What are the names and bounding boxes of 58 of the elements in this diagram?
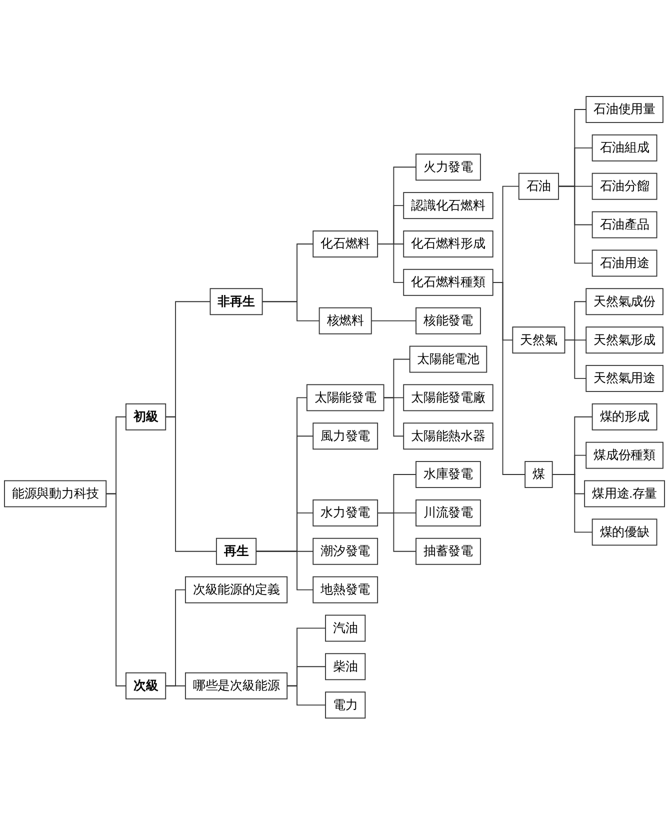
node-box: 火力發電 bbox=[416, 154, 481, 181]
connector bbox=[377, 512, 416, 552]
node-box: 非再生 bbox=[210, 288, 263, 316]
node-box: 天然氣用途 bbox=[586, 365, 664, 392]
node-box: 初級 bbox=[126, 404, 166, 431]
node-box: 哪些是次級能源 bbox=[184, 672, 288, 700]
node-box: 天然氣形成 bbox=[586, 326, 664, 354]
node-box: 水力發電 bbox=[312, 500, 378, 527]
node-box: 煤成份種類 bbox=[586, 442, 664, 469]
node-box: 化石燃料 bbox=[312, 230, 378, 258]
node-box: 天然氣 bbox=[512, 326, 566, 354]
node-box: 電力 bbox=[325, 692, 366, 719]
node-box: 太陽能發電 bbox=[306, 384, 384, 412]
node-box: 煤的形成 bbox=[592, 404, 658, 431]
node-box: 風力發電 bbox=[312, 422, 378, 450]
node-box: 抽蓄發電 bbox=[416, 538, 481, 566]
connector bbox=[377, 244, 404, 284]
node-box: 太陽能電池 bbox=[409, 346, 488, 373]
node-box: 核能發電 bbox=[416, 308, 481, 335]
connector bbox=[262, 301, 320, 322]
node-box: 石油 bbox=[518, 173, 559, 200]
node-box: 再生 bbox=[216, 538, 257, 566]
node-box: 石油用途 bbox=[592, 250, 658, 277]
node-box: 柴油 bbox=[325, 653, 366, 680]
connector bbox=[106, 494, 126, 687]
node-box: 能源與動力科技 bbox=[4, 480, 107, 508]
node-box: 太陽能發電廠 bbox=[403, 384, 494, 412]
node-box: 煤用途.存量 bbox=[584, 480, 665, 508]
node-box: 地熱發電 bbox=[312, 576, 378, 604]
node-box: 石油組成 bbox=[592, 134, 658, 162]
connector bbox=[370, 320, 416, 322]
connector bbox=[558, 186, 593, 264]
connector bbox=[383, 397, 404, 437]
node-box: 煤 bbox=[524, 461, 553, 488]
connector bbox=[165, 590, 186, 687]
node-box: 石油使用量 bbox=[586, 96, 664, 124]
node-box: 天然氣成份 bbox=[586, 288, 664, 316]
node-box: 石油產品 bbox=[592, 212, 658, 238]
node-box: 認識化石燃料 bbox=[403, 192, 494, 220]
connector bbox=[256, 551, 314, 590]
node-box: 化石燃料形成 bbox=[403, 230, 494, 258]
node-box: 核燃料 bbox=[318, 308, 372, 335]
node-box: 煤的優缺 bbox=[592, 518, 658, 546]
node-box: 石油分餾 bbox=[592, 173, 658, 200]
connector bbox=[564, 340, 587, 380]
connector bbox=[286, 686, 326, 706]
node-box: 次級 bbox=[126, 672, 166, 700]
connector bbox=[165, 416, 217, 552]
node-box: 潮汐發電 bbox=[312, 538, 378, 566]
node-box: 次級能源的定義 bbox=[184, 576, 288, 604]
node-box: 汽油 bbox=[325, 614, 366, 642]
node-box: 川流發電 bbox=[416, 500, 481, 527]
node-box: 化石燃料種類 bbox=[403, 269, 494, 296]
node-box: 太陽能熱水器 bbox=[403, 422, 494, 450]
connector bbox=[165, 686, 186, 687]
connector bbox=[552, 474, 593, 533]
connector bbox=[492, 282, 526, 476]
node-box: 水庫發電 bbox=[416, 461, 481, 488]
